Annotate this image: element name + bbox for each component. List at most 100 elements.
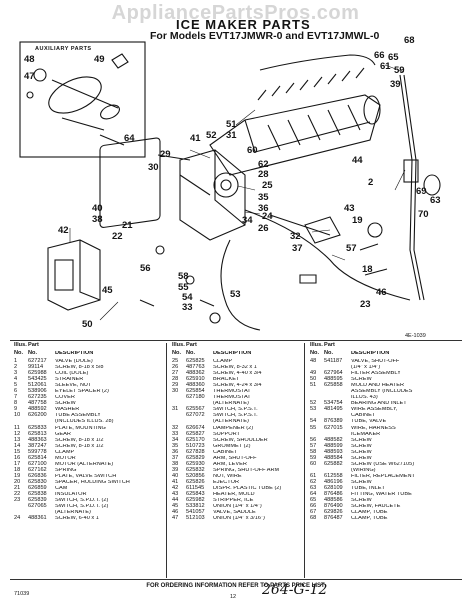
part-number: 510723: [186, 442, 205, 449]
illus-number: 33: [172, 430, 179, 437]
part-number: 488584: [324, 454, 343, 461]
callout-number: 2: [368, 177, 374, 188]
illus-number: 4: [14, 376, 18, 383]
part-number: 487763: [186, 364, 205, 371]
part-description: SCREW, FAUCETE: [351, 504, 401, 510]
callout-number: 45: [102, 285, 113, 296]
part-description: ILLUS. 43): [351, 395, 378, 401]
illus-number: 21: [14, 484, 21, 491]
part-number: 625843: [186, 491, 205, 498]
column-header: Illus. Part: [172, 342, 197, 348]
callout-number: 70: [418, 209, 429, 220]
part-number: 488362: [186, 370, 205, 377]
illus-number: 50: [310, 376, 317, 383]
callout-number: 31: [226, 130, 237, 141]
part-number: 625813: [28, 430, 47, 437]
callout-number: 46: [376, 287, 387, 298]
part-number: 387247: [28, 442, 47, 449]
callout-number: 50: [82, 319, 93, 330]
part-description: SPRING, SHUT-OFF ARM: [213, 467, 280, 473]
illus-number: 63: [310, 484, 317, 491]
column-divider: [304, 343, 305, 578]
part-number: 627072: [186, 412, 205, 419]
illus-number: 3: [14, 370, 18, 377]
table-bottom-rule: [10, 579, 462, 580]
callout-number: 52: [206, 130, 217, 141]
illus-number: 32: [172, 424, 179, 431]
illus-number: 49: [310, 370, 317, 377]
part-description: SCREW: [351, 443, 372, 449]
auxiliary-parts-label: AUXILIARY PARTS: [35, 46, 92, 52]
part-description: (ALTERNATE): [55, 510, 91, 516]
illus-number: 41: [172, 478, 179, 485]
part-number: 99114: [28, 364, 44, 371]
callout-number: 25: [262, 180, 273, 191]
illus-number: 44: [172, 497, 179, 504]
part-number: 625838: [28, 491, 47, 498]
column-header: Illus. Part: [310, 342, 335, 348]
part-description: SLEEVE, NUT: [55, 383, 92, 389]
part-number: 625988: [28, 370, 47, 377]
part-description: FITTING, WATER TUBE: [351, 492, 412, 498]
part-number: 625567: [186, 406, 205, 413]
part-number: 538906: [28, 388, 47, 395]
illus-number: 58: [310, 448, 317, 455]
part-description: CAM: [55, 485, 68, 491]
callout-number: 44: [352, 155, 363, 166]
part-description: SCREW, 8-18 x 5/8: [55, 365, 104, 371]
part-number: 625833: [28, 424, 47, 431]
part-description: FILTER ASSEMBLY: [351, 371, 401, 377]
table-row: CABINET: [310, 413, 462, 419]
callout-number: 57: [346, 243, 357, 254]
part-number: 629826: [324, 509, 343, 516]
table-top-rule: [10, 340, 462, 341]
illus-number: 13: [14, 436, 21, 443]
callout-number: 32: [290, 231, 301, 242]
part-description: SCREW, SHOULDER: [213, 437, 268, 443]
illus-number: 66: [310, 503, 317, 510]
part-number: 626200: [28, 412, 47, 419]
part-description: TUBE, VALVE: [351, 419, 387, 425]
part-number: 488599: [324, 442, 343, 449]
part-number: 876486: [324, 491, 343, 498]
part-number: 520856: [186, 472, 205, 479]
part-number: 611545: [186, 484, 205, 491]
illus-number: 34: [172, 436, 179, 443]
illus-number: 37: [172, 454, 179, 461]
illus-number: 11: [14, 424, 20, 431]
illus-number: 7: [14, 394, 18, 401]
part-number: 625829: [186, 454, 205, 461]
part-number: 488593: [324, 448, 343, 455]
illus-number: 19: [14, 472, 21, 479]
part-description: (1/4" x 1/4"): [351, 365, 381, 371]
callout-number: 55: [178, 282, 189, 293]
callout-number: 60: [247, 145, 258, 156]
illus-number: 10: [14, 412, 21, 419]
illus-number: 22: [14, 491, 21, 498]
illus-number: 60: [310, 460, 317, 467]
part-number: 625832: [186, 466, 205, 473]
callout-number: 39: [390, 79, 401, 90]
illus-number: 68: [310, 515, 317, 522]
part-description: BEARING AND INLET: [351, 401, 407, 407]
table-row: ASSEMBLY (INCLUDES: [310, 389, 462, 395]
illus-number: 54: [310, 418, 317, 425]
